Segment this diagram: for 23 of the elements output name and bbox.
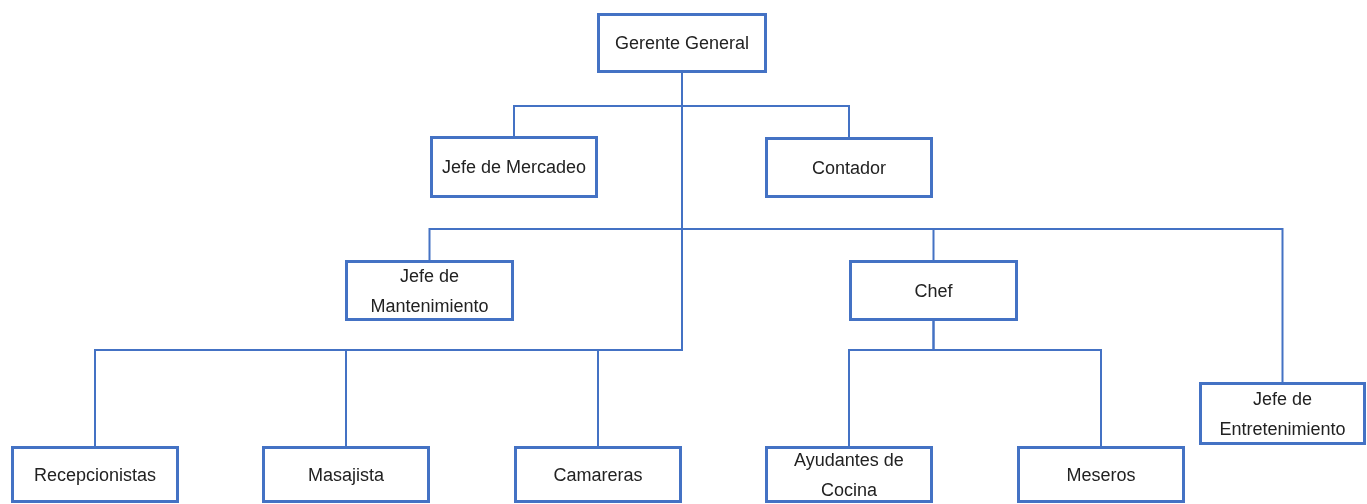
position-title: Chef [914, 279, 953, 303]
position-box [765, 446, 933, 503]
position-title: Jefe de Mantenimiento [369, 264, 490, 318]
position-box [345, 260, 514, 321]
position-title: Contador [811, 156, 887, 180]
position-title: Gerente General [614, 32, 750, 55]
position-box [1199, 382, 1366, 445]
position-title: Camareras [553, 463, 643, 487]
position-title: Jefe de Entretenimiento [1218, 387, 1347, 441]
position-box [1017, 446, 1185, 503]
position-title: Recepcionistas [33, 463, 157, 487]
position-title: Jefe de Mercadeo [441, 156, 587, 179]
position-box [430, 136, 598, 198]
position-box [514, 446, 682, 503]
position-box [597, 13, 767, 73]
position-box [262, 446, 430, 503]
position-box [11, 446, 179, 503]
connector-line [932, 320, 1102, 447]
position-title: Ayudantes de Cocina [793, 448, 905, 502]
position-title: Meseros [1066, 463, 1136, 487]
position-box [765, 137, 933, 198]
position-box [849, 260, 1018, 321]
position-title: Masajista [308, 463, 384, 487]
